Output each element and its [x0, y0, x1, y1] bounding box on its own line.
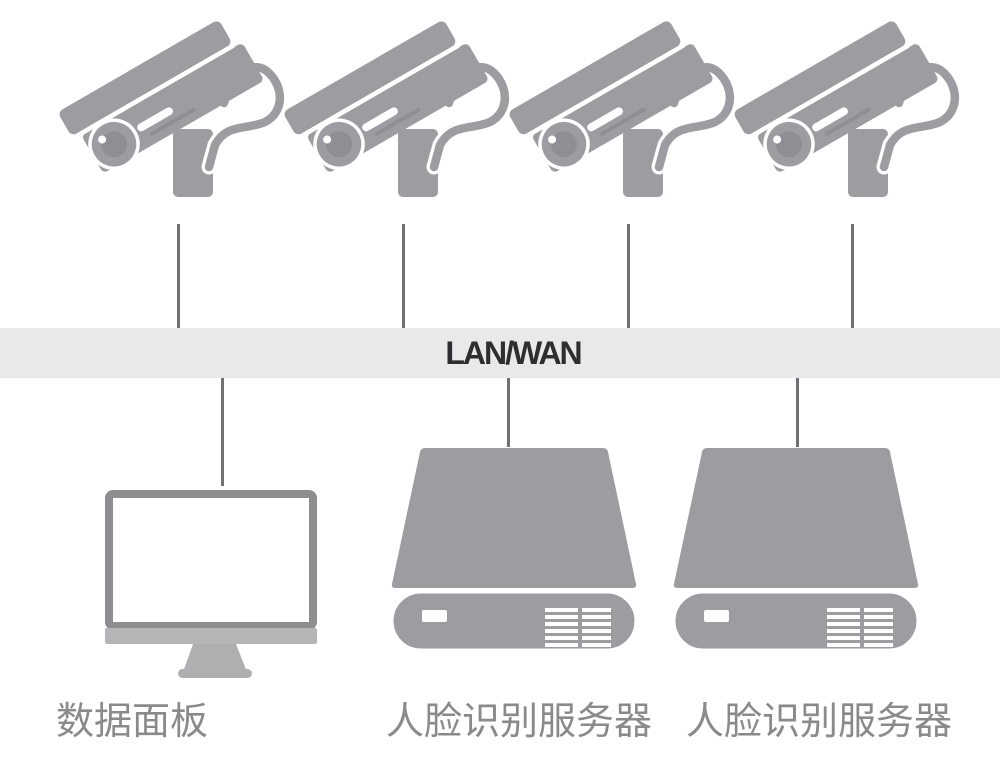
cctv-camera-icon: [41, 13, 285, 217]
monitor-icon: [102, 488, 322, 683]
cctv-camera-icon: [716, 13, 960, 217]
connector-line: [796, 378, 799, 447]
connector-line: [627, 224, 630, 329]
server-icon: [671, 446, 921, 654]
connector-line: [851, 224, 854, 329]
cctv-camera-icon: [266, 13, 510, 217]
dashboard-label: 数据面板: [56, 701, 209, 743]
cctv-camera-icon: [491, 13, 735, 217]
server-label: 人脸识别服务器: [686, 701, 953, 743]
connector-line: [402, 224, 405, 329]
server-icon: [389, 446, 639, 654]
connector-line: [507, 378, 510, 447]
lan-wan-label: LAN/WAN: [445, 334, 582, 371]
connector-line: [177, 224, 180, 329]
server-label: 人脸识别服务器: [386, 701, 653, 743]
connector-line: [221, 378, 224, 486]
lan-wan-bus: LAN/WAN: [0, 328, 1000, 378]
